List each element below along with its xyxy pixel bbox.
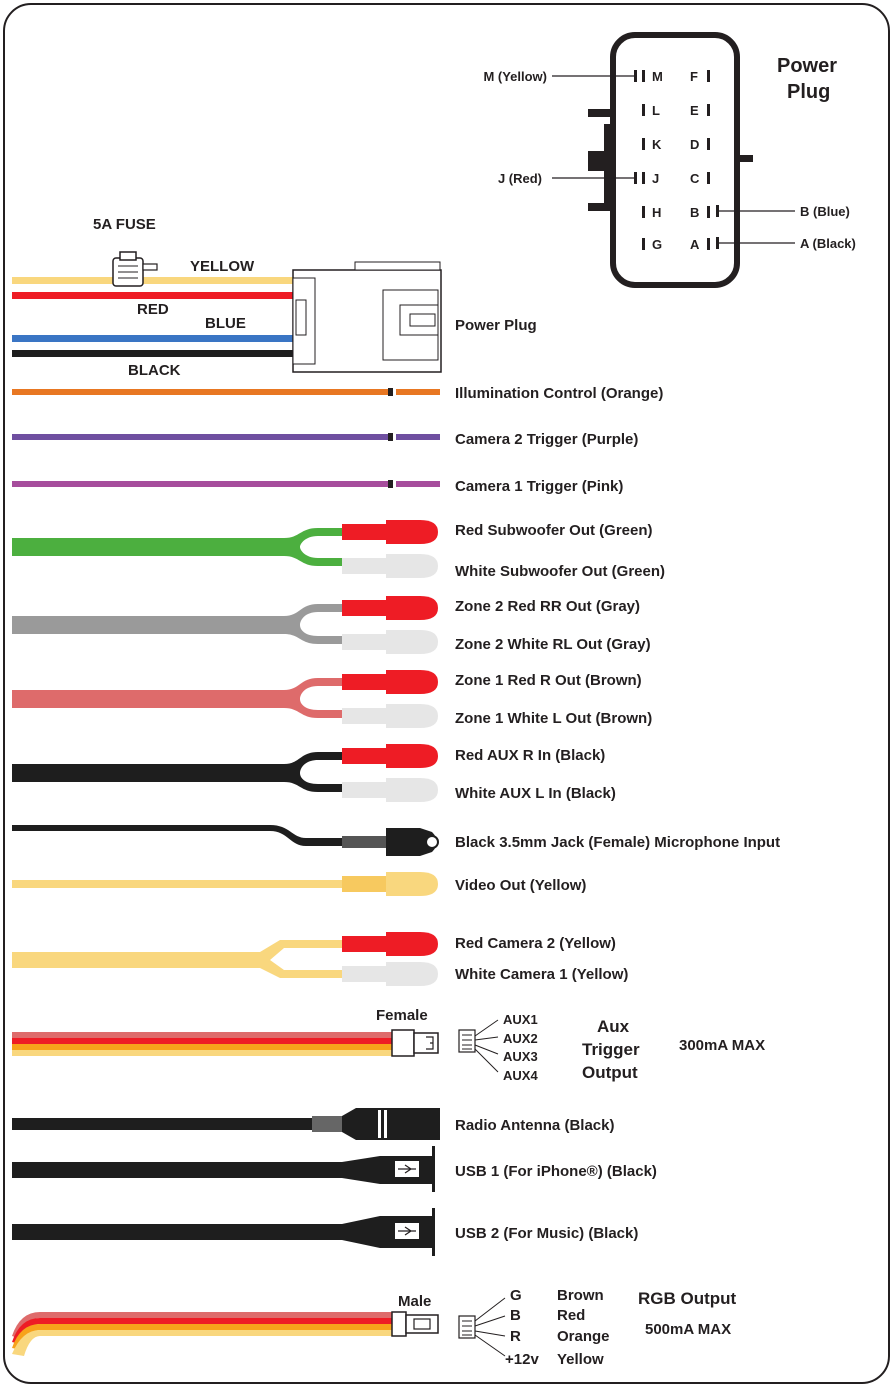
rca-aux-red-label: Red AUX R In (Black) [455, 747, 605, 764]
rca-pair-zone2: Zone 2 Red RR Out (Gray) Zone 2 White RL… [12, 596, 651, 654]
pin-label-h: H [652, 205, 661, 220]
aux-trigger-female-label: Female [376, 1007, 428, 1024]
pin-label-g: G [652, 237, 662, 252]
power-plug-connector [292, 261, 442, 373]
pin-label-l: L [652, 103, 660, 118]
power-plug-pin-diagram: M L K J H G F E D C B A M (Yellow) J (Re… [483, 32, 856, 288]
wire-black [12, 350, 295, 357]
rgb-pin-r: R [510, 1328, 521, 1345]
power-plug-label: Power Plug [455, 317, 537, 334]
rgb-color-red: Red [557, 1307, 585, 1324]
rca-zone2-red-label: Zone 2 Red RR Out (Gray) [455, 598, 640, 615]
camera2-trigger-label: Camera 2 Trigger (Purple) [455, 431, 638, 448]
rgb-output: Male G B R +12v Brown Red Orange Yellow … [12, 1287, 737, 1368]
rca-pair-aux-in: Red AUX R In (Black) White AUX L In (Bla… [12, 744, 616, 802]
rca-aux-white-label: White AUX L In (Black) [455, 785, 616, 802]
pin-label-d: D [690, 137, 699, 152]
pin-label-b: B [690, 205, 699, 220]
pin-label-a: A [690, 237, 700, 252]
wire-label-red: RED [137, 301, 169, 318]
wire-red [12, 292, 295, 299]
aux-pin-3: AUX3 [503, 1049, 538, 1064]
callout-j: J (Red) [498, 171, 542, 186]
pin-diagram-title-line1: Power [777, 55, 837, 77]
pin-label-c: C [690, 171, 700, 186]
pin-label-k: K [652, 137, 662, 152]
aux-trigger-rating: 300mA MAX [679, 1037, 765, 1054]
rgb-color-brown: Brown [557, 1287, 604, 1304]
usb1-label: USB 1 (For iPhone®) (Black) [455, 1163, 657, 1180]
pin-diagram-title-line2: Plug [787, 81, 830, 103]
pin-label-f: F [690, 69, 698, 84]
single-wire-illumination: Illumination Control (Orange) [12, 385, 663, 402]
mic-jack-label: Black 3.5mm Jack (Female) Microphone Inp… [455, 834, 780, 851]
rgb-color-yellow: Yellow [557, 1351, 604, 1368]
mic-jack-cable: Black 3.5mm Jack (Female) Microphone Inp… [12, 825, 780, 856]
fuse-holder [112, 251, 158, 287]
video-out-cable: Video Out (Yellow) [12, 872, 586, 896]
rgb-male-label: Male [398, 1293, 431, 1310]
plug-key-left-top [588, 109, 614, 117]
radio-antenna-cable: Radio Antenna (Black) [12, 1108, 614, 1140]
plug-key-left-block [588, 151, 614, 171]
camera1-label: White Camera 1 (Yellow) [455, 966, 628, 983]
plug-key-left-bottom [588, 203, 614, 211]
pin-label-m: M [652, 69, 663, 84]
aux-trigger-title-2: Trigger [582, 1040, 640, 1059]
rgb-pin-12v: +12v [505, 1351, 539, 1368]
rgb-pin-b: B [510, 1307, 521, 1324]
rca-pair-zone1: Zone 1 Red R Out (Brown) Zone 1 White L … [12, 670, 652, 728]
usb2-cable: USB 2 (For Music) (Black) [12, 1208, 638, 1256]
usb1-cable: USB 1 (For iPhone®) (Black) [12, 1146, 657, 1192]
rca-zone1-red-label: Zone 1 Red R Out (Brown) [455, 672, 642, 689]
camera-pair: Red Camera 2 (Yellow) White Camera 1 (Ye… [12, 932, 628, 986]
aux-trigger-title-3: Output [582, 1063, 638, 1082]
aux-trigger-title-1: Aux [597, 1017, 630, 1036]
aux-pin-2: AUX2 [503, 1031, 538, 1046]
pin-label-j: J [652, 171, 659, 186]
wire-label-blue: BLUE [205, 315, 246, 332]
rgb-color-orange: Orange [557, 1328, 610, 1345]
left-pin-column: M L K J H G [642, 69, 663, 252]
rgb-output-title: RGB Output [638, 1289, 737, 1308]
wire-blue [12, 335, 295, 342]
camera1-trigger-label: Camera 1 Trigger (Pink) [455, 478, 623, 495]
fuse-label: 5A FUSE [93, 216, 156, 233]
plug-key-right [737, 155, 753, 162]
rca-zone2-white-label: Zone 2 White RL Out (Gray) [455, 636, 651, 653]
rca-zone1-white-label: Zone 1 White L Out (Brown) [455, 710, 652, 727]
video-out-label: Video Out (Yellow) [455, 877, 586, 894]
aux-pin-1: AUX1 [503, 1012, 538, 1027]
radio-antenna-label: Radio Antenna (Black) [455, 1117, 614, 1134]
rgb-output-rating: 500mA MAX [645, 1321, 731, 1338]
rca-pair-subwoofer: Red Subwoofer Out (Green) White Subwoofe… [12, 520, 665, 580]
single-wire-camera2-trigger: Camera 2 Trigger (Purple) [12, 431, 638, 448]
rca-subwoofer-red-label: Red Subwoofer Out (Green) [455, 522, 653, 539]
usb2-label: USB 2 (For Music) (Black) [455, 1225, 638, 1242]
wire-label-black: BLACK [128, 362, 181, 379]
rca-subwoofer-white-label: White Subwoofer Out (Green) [455, 563, 665, 580]
aux-trigger-output: Female AUX1 AUX2 AUX3 AUX4 Aux Trigger O… [12, 1007, 765, 1083]
callout-a: A (Black) [800, 236, 856, 251]
wire-label-yellow: YELLOW [190, 258, 255, 275]
callout-b: B (Blue) [800, 204, 850, 219]
wire-yellow [12, 277, 295, 284]
aux-pin-4: AUX4 [503, 1068, 538, 1083]
camera2-label: Red Camera 2 (Yellow) [455, 935, 616, 952]
pin-label-e: E [690, 103, 699, 118]
right-pin-column: F E D C B A [690, 69, 710, 252]
rgb-pin-g: G [510, 1287, 522, 1304]
callout-m: M (Yellow) [483, 69, 547, 84]
single-wire-camera1-trigger: Camera 1 Trigger (Pink) [12, 478, 623, 495]
diagram-frame [3, 3, 890, 1384]
power-harness: 5A FUSE YELLOW RED BLUE BLACK Power Plug [12, 216, 537, 379]
illumination-label: Illumination Control (Orange) [455, 385, 663, 402]
